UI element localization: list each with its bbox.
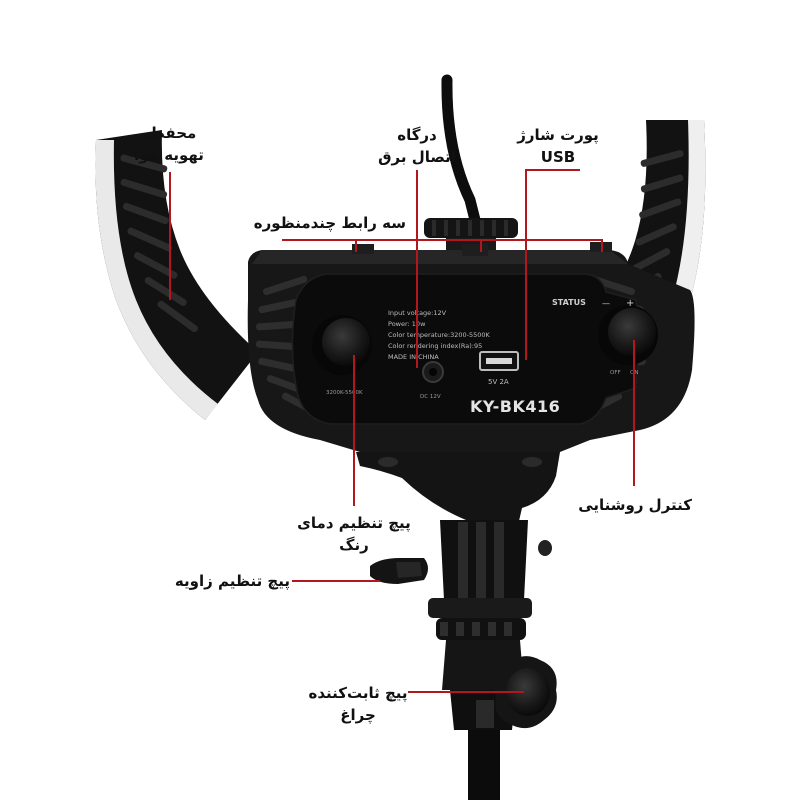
callout-lines xyxy=(169,169,635,693)
usb-port[interactable] xyxy=(479,351,519,371)
off-label: OFF xyxy=(610,370,621,376)
callout-vent: محفظه تهویه هوا xyxy=(124,122,214,166)
callout-lock-knob: پیچ ثابت‌کننده چراغ xyxy=(300,682,416,726)
callout-angle-line-1: پیچ تنظیم زاویه xyxy=(174,572,290,590)
status-label: STATUS xyxy=(552,298,586,307)
callout-color-temp-line-2: رنگ xyxy=(339,536,369,554)
spec-line-2: Power: 10w xyxy=(388,320,426,328)
front-panel xyxy=(291,273,639,425)
color-temperature-knob[interactable] xyxy=(312,315,372,375)
callout-brightness-line-1: کنترل روشنایی xyxy=(578,496,692,514)
callout-power-port-line-2: اتصال برق xyxy=(378,148,456,166)
callout-usb-port-line-1: پورت شارژ xyxy=(517,126,599,144)
left-vent-slots xyxy=(120,154,198,333)
usb-rating-label: 5V 2A xyxy=(488,378,509,386)
spec-line-4: Color rendering index(Ra):95 xyxy=(388,342,482,350)
callout-line-multi-mount xyxy=(282,239,603,252)
dc-label: DC 12V xyxy=(420,394,441,400)
callout-color-temp-line-1: پیچ تنظیم دمای xyxy=(297,514,411,532)
spec-line-3: Color temperature:3200-5500K xyxy=(388,331,491,339)
callout-vent-line-1: محفظه xyxy=(141,124,197,142)
ring-left-segment xyxy=(95,130,258,420)
minus-sign: — xyxy=(602,299,610,308)
callout-lock-knob-line-2: چراغ xyxy=(340,706,376,724)
callout-lock-knob-line-1: پیچ ثابت‌کننده xyxy=(308,684,408,702)
brightness-knob[interactable] xyxy=(598,305,658,365)
callout-angle: پیچ تنظیم زاویه xyxy=(174,570,290,592)
callout-usb-port: پورت شارژ USB xyxy=(508,124,608,168)
callout-line-usb xyxy=(525,169,580,360)
angle-screw-handle[interactable] xyxy=(370,558,428,584)
callout-multi-mount-line-1: سه رابط چندمنظوره xyxy=(253,214,406,232)
gooseneck-cable xyxy=(441,74,484,238)
lock-knob[interactable] xyxy=(494,656,557,729)
callout-power-port-line-1: درگاه xyxy=(397,126,437,144)
callout-brightness: کنترل روشنایی xyxy=(578,494,692,516)
temp-range-label: 3200K-5500K xyxy=(326,390,363,396)
lower-clamp xyxy=(428,520,532,800)
callout-color-temp: پیچ تنظیم دمای رنگ xyxy=(296,512,412,556)
dc-power-jack[interactable] xyxy=(422,361,444,383)
plus-sign: + xyxy=(626,298,634,309)
callout-vent-line-2: تهویه هوا xyxy=(134,146,204,164)
callout-usb-port-line-2: USB xyxy=(540,148,576,166)
model-name: KY-BK416 xyxy=(470,397,560,416)
callout-multi-mount: سه رابط چندمنظوره xyxy=(253,212,406,234)
callout-power-port: درگاه اتصال برق xyxy=(372,124,462,168)
spec-line-5: MADE IN CHINA xyxy=(388,353,439,361)
